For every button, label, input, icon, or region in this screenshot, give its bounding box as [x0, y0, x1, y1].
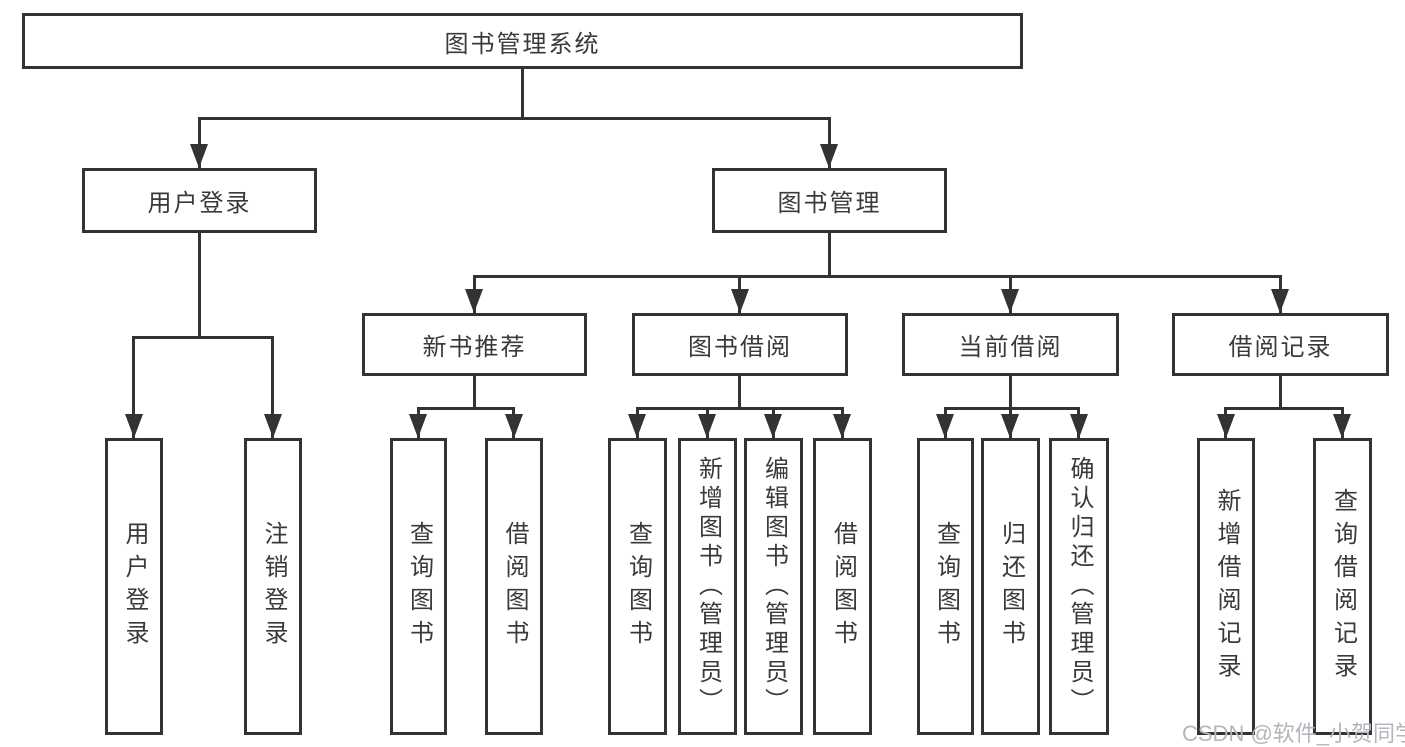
connector-root-drop: [521, 69, 524, 117]
arrow-down-icon: [1070, 414, 1088, 438]
node-query-books-recommend: 查询图书: [390, 438, 447, 735]
connector-level3-bar: [473, 275, 1282, 278]
node-logout: 注销登录: [244, 438, 302, 735]
node-logout-label: 注销登录: [260, 520, 287, 653]
connector-book-borrow-bar: [636, 407, 844, 410]
node-book-borrow: 图书借阅: [632, 313, 848, 376]
connector-borrow-records-bar: [1224, 407, 1344, 410]
node-user-login-action: 用户登录: [105, 438, 163, 735]
node-query-books-recommend-label: 查询图书: [405, 520, 433, 653]
arrow-down-icon: [698, 414, 716, 438]
connector-new-book-bar: [417, 407, 515, 410]
arrow-down-icon: [465, 289, 483, 313]
node-add-books-admin: 新增图书（管理员）: [678, 438, 737, 735]
arrow-down-icon: [125, 414, 143, 438]
node-borrow-records-label: 借阅记录: [1228, 334, 1333, 361]
node-add-borrow-record-label: 新增借阅记录: [1213, 487, 1240, 686]
node-confirm-return-admin: 确认归还（管理员）: [1049, 438, 1109, 735]
connector-current-borrow-bar: [944, 407, 1080, 410]
connector-stem-user-login: [198, 117, 201, 168]
connector-book-management-drop: [828, 233, 831, 278]
arrow-down-icon: [1217, 414, 1235, 438]
node-new-book-recommend: 新书推荐: [362, 313, 587, 376]
arrow-down-icon: [1333, 414, 1351, 438]
node-borrow-records: 借阅记录: [1172, 313, 1389, 376]
node-user-login-action-label: 用户登录: [121, 520, 148, 653]
node-return-books-label: 归还图书: [997, 520, 1025, 653]
node-query-books-current: 查询图书: [917, 438, 974, 735]
arrow-down-icon: [190, 144, 208, 168]
node-confirm-return-admin-label: 确认归还（管理员）: [1066, 456, 1093, 717]
csdn-watermark: CSDN @软件_小贺同学: [1182, 721, 1405, 746]
connector-user-login-drop: [198, 233, 201, 339]
connector-stem-login-leaf: [132, 336, 135, 438]
connector-stem-logout-leaf: [271, 336, 274, 438]
arrow-down-icon: [820, 144, 838, 168]
arrow-down-icon: [731, 289, 749, 313]
node-add-books-admin-label: 新增图书（管理员）: [694, 456, 722, 717]
node-borrow-books-label: 借阅图书: [829, 520, 857, 653]
node-new-book-recommend-label: 新书推荐: [422, 334, 527, 361]
node-query-borrow-record: 查询借阅记录: [1313, 438, 1372, 735]
node-book-management: 图书管理: [712, 168, 947, 233]
node-query-books-borrow-label: 查询图书: [624, 520, 652, 653]
arrow-down-icon: [409, 414, 427, 438]
node-borrow-books: 借阅图书: [813, 438, 872, 735]
node-borrow-books-recommend-label: 借阅图书: [501, 520, 528, 653]
connector-level1-bar: [198, 117, 831, 120]
arrow-down-icon: [833, 414, 851, 438]
connector-borrow-records-drop: [1279, 376, 1282, 410]
connector-new-book-drop: [473, 376, 476, 410]
node-book-management-label: 图书管理: [777, 190, 882, 217]
node-query-books-borrow: 查询图书: [608, 438, 667, 735]
connector-current-borrow-drop: [1009, 376, 1012, 410]
node-current-borrow-label: 当前借阅: [958, 334, 1063, 361]
node-query-borrow-record-label: 查询借阅记录: [1329, 487, 1357, 686]
node-edit-books-admin-label: 编辑图书（管理员）: [760, 456, 788, 717]
arrow-down-icon: [1001, 289, 1019, 313]
arrow-down-icon: [628, 414, 646, 438]
arrow-down-icon: [764, 414, 782, 438]
node-edit-books-admin: 编辑图书（管理员）: [744, 438, 803, 735]
connector-stem-book-management: [828, 117, 831, 168]
node-root-label: 图书管理系统: [444, 30, 601, 58]
node-root: 图书管理系统: [22, 13, 1023, 69]
node-current-borrow: 当前借阅: [902, 313, 1119, 376]
connector-book-borrow-drop: [738, 376, 741, 410]
arrow-down-icon: [505, 414, 523, 438]
node-user-login-label: 用户登录: [147, 190, 252, 217]
node-book-borrow-label: 图书借阅: [688, 334, 792, 361]
arrow-down-icon: [936, 414, 954, 438]
node-query-books-current-label: 查询图书: [932, 520, 960, 653]
arrow-down-icon: [1271, 289, 1289, 313]
node-return-books: 归还图书: [981, 438, 1040, 735]
arrow-down-icon: [1001, 414, 1019, 438]
node-borrow-books-recommend: 借阅图书: [485, 438, 543, 735]
node-add-borrow-record: 新增借阅记录: [1197, 438, 1255, 735]
arrow-down-icon: [264, 414, 282, 438]
connector-user-login-bar: [132, 336, 274, 339]
node-user-login: 用户登录: [82, 168, 317, 233]
